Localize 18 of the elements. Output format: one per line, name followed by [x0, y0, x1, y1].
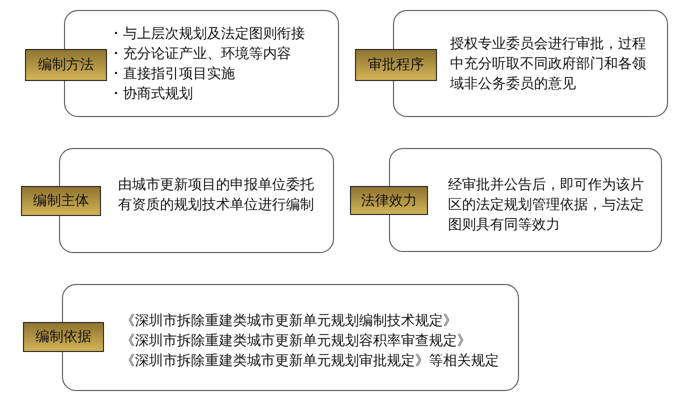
label-tag: 法律效力 [350, 186, 428, 215]
list-item: 与上层次规划及法定图则衔接 [123, 24, 305, 43]
text-panel [389, 148, 662, 252]
description-text: 授权专业委员会进行审批，过程中充分听取不同政府部门和各领域非公务委员的意见 [450, 34, 647, 93]
list-item: 协商式规划 [123, 84, 193, 103]
text-panel [64, 10, 339, 117]
label-tag: 编制依据 [23, 322, 104, 352]
document-title: 《深圳市拆除重建类城市更新单元规划容积率审查规定》 [121, 331, 471, 350]
text-panel [62, 284, 519, 391]
list-item: 直接指引项目实施 [123, 64, 235, 83]
label-tag: 审批程序 [355, 49, 437, 81]
label-tag: 编制主体 [21, 186, 101, 216]
label-tag: 编制方法 [25, 49, 107, 81]
description-text: 由城市更新项目的申报单位委托有资质的规划技术单位进行编制 [118, 175, 315, 214]
list-item: 充分论证产业、环境等内容 [123, 44, 291, 63]
document-title: 《深圳市拆除重建类城市更新单元规划编制技术规定》 [121, 311, 457, 330]
description-text: 经审批并公告后，即可作为该片区的法定规划管理依据，与法定图则具有同等效力 [448, 175, 645, 234]
document-title: 《深圳市拆除重建类城市更新单元规划审批规定》等相关规定 [121, 351, 499, 370]
